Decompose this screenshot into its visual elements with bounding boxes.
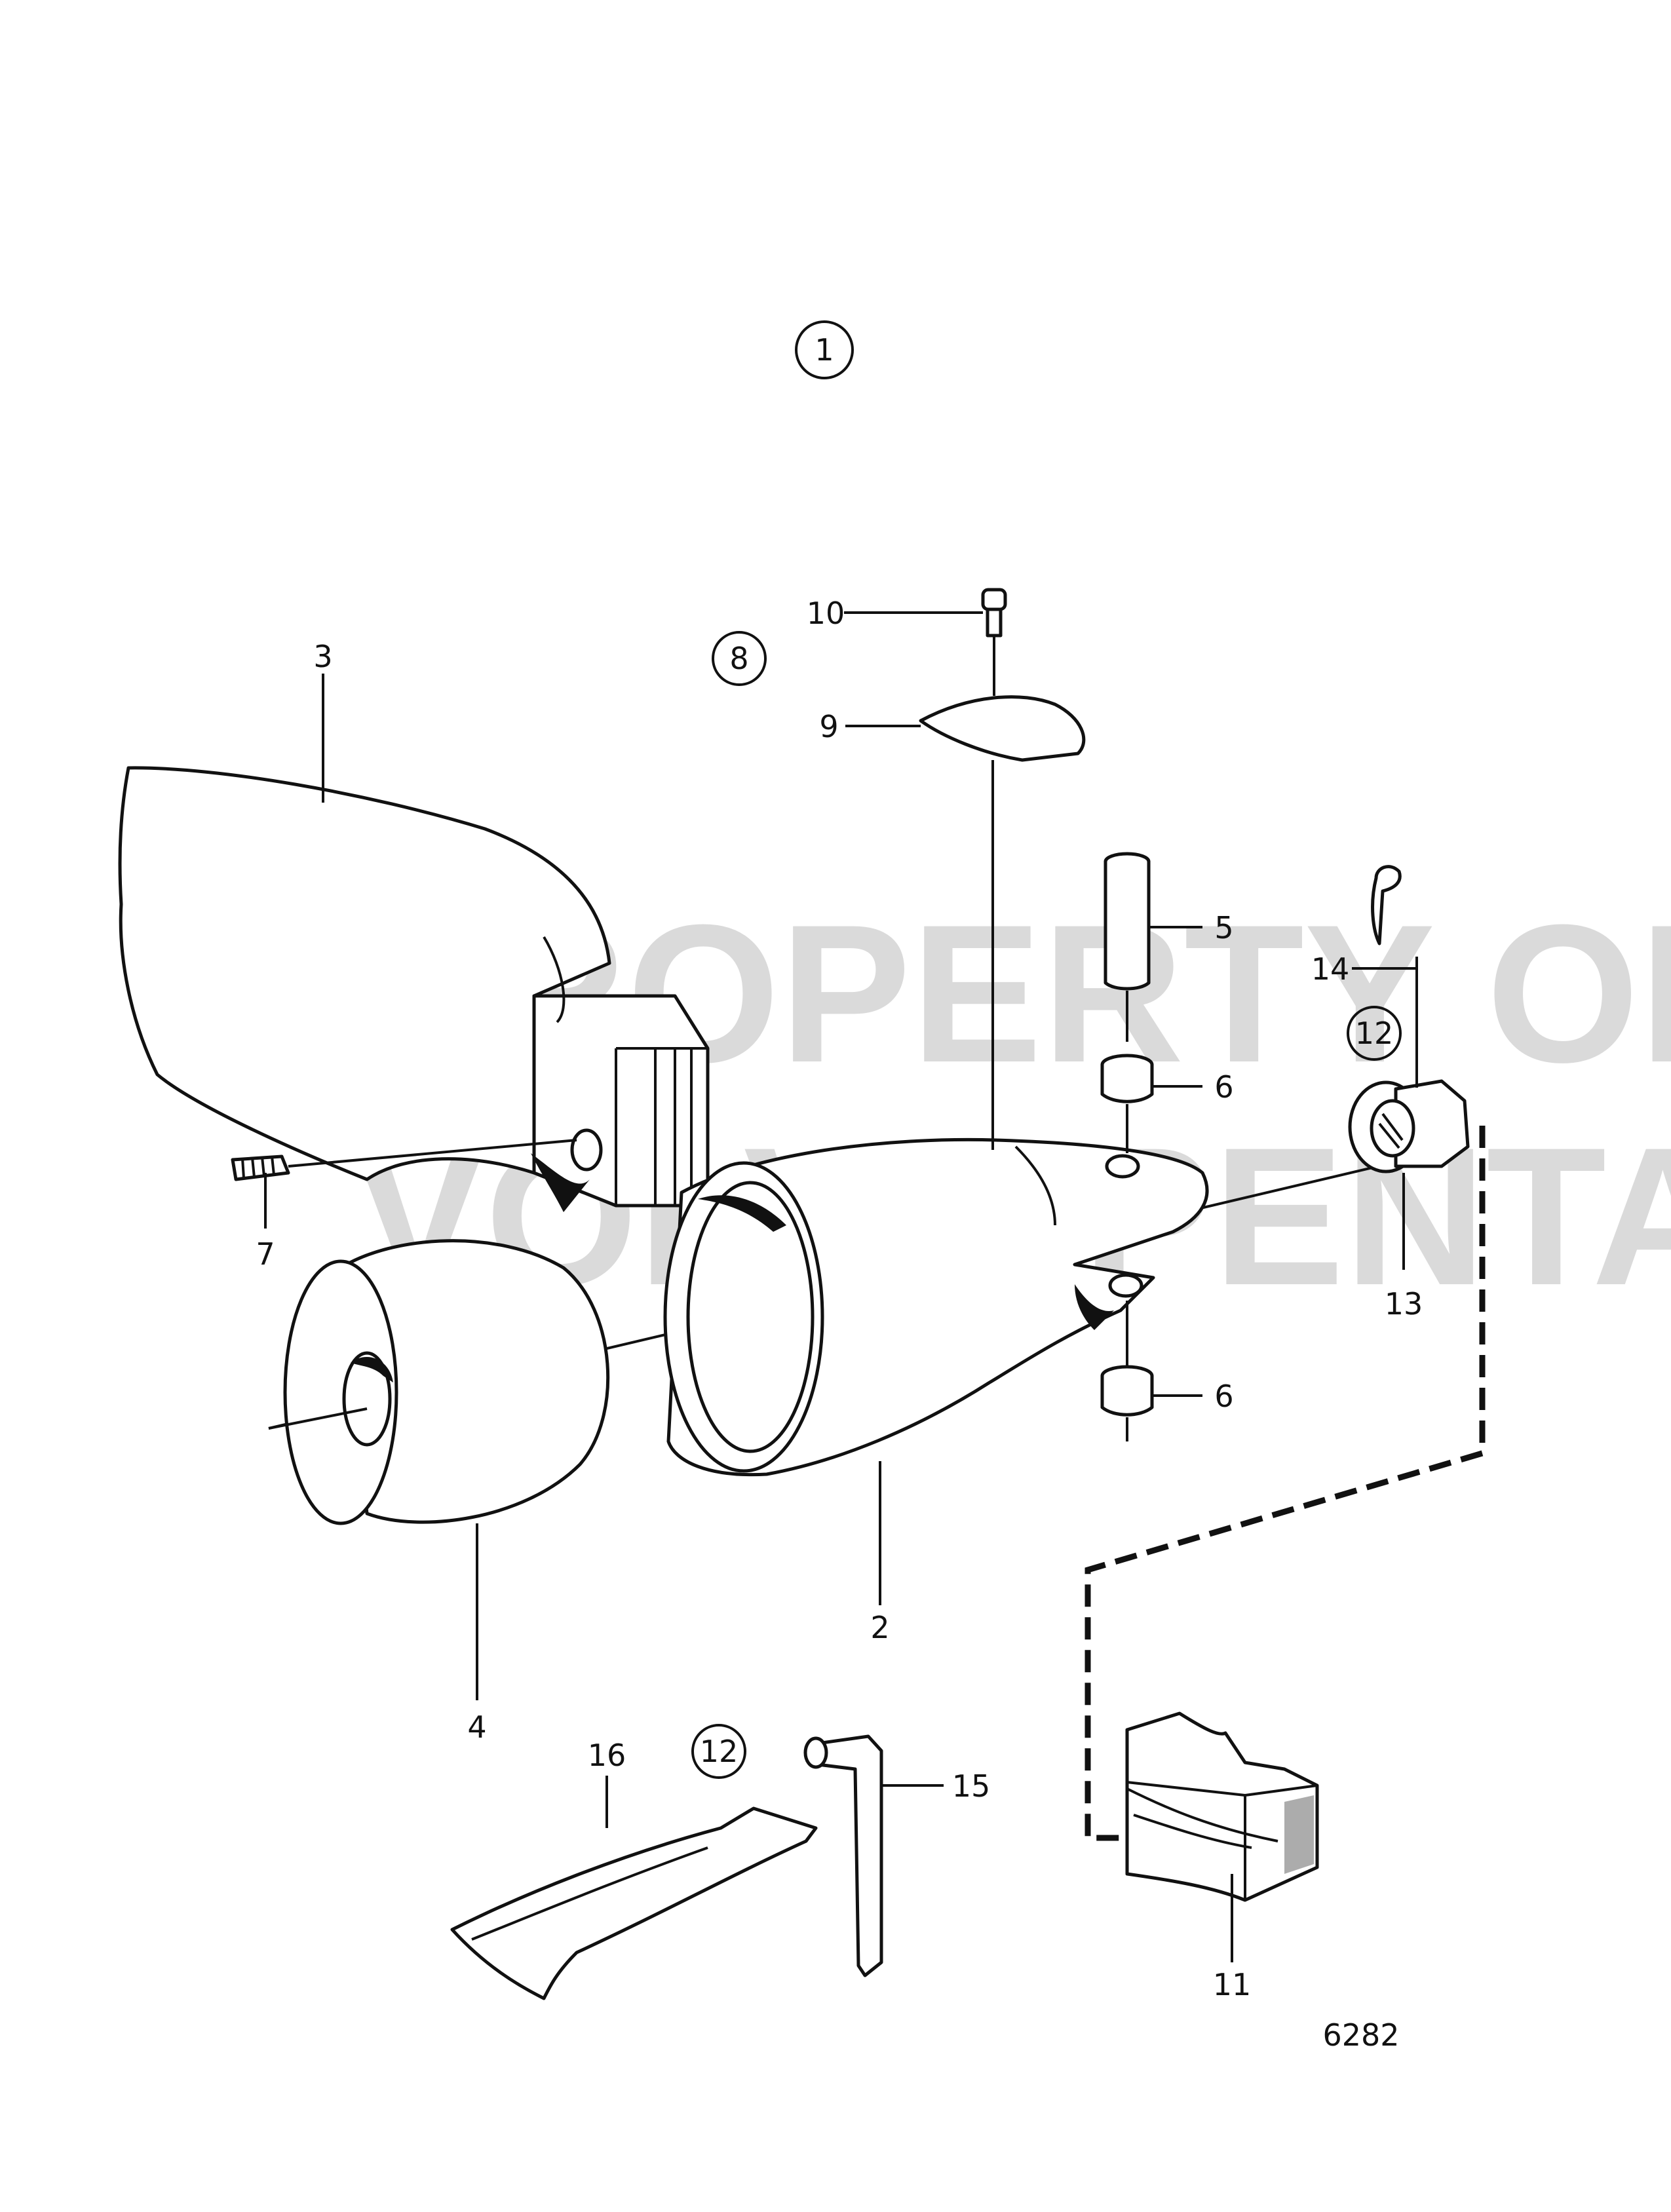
- part-16-tube: [450, 1806, 818, 2000]
- callout-part-11: 11: [1213, 1967, 1252, 2002]
- part-14-cotter-pin: [1371, 865, 1418, 1088]
- callout-part-7: 7: [256, 1236, 275, 1272]
- callout-part-6-upper: 6: [1214, 1069, 1233, 1105]
- part-6-upper-bushing: [1100, 1054, 1154, 1153]
- dashed-connector: [1085, 1126, 1486, 1841]
- callout-group-8: 8: [712, 631, 767, 686]
- callout-part-15: 15: [952, 1768, 991, 1804]
- callout-part-13: 13: [1385, 1286, 1423, 1322]
- callout-label: 12: [1355, 1016, 1394, 1051]
- part-11-anode: [1125, 1711, 1319, 1902]
- part-4-bushing: [268, 1239, 610, 1525]
- callout-part-5: 5: [1214, 910, 1233, 945]
- callout-part-4: 4: [467, 1709, 486, 1745]
- callout-part-16: 16: [588, 1738, 626, 1773]
- callout-group-12-upper: 12: [1347, 1006, 1402, 1061]
- part-13-nut: [1348, 1079, 1470, 1173]
- callout-label: 1: [815, 332, 834, 368]
- callout-part-2: 2: [870, 1610, 889, 1645]
- callout-assembly: 1: [795, 320, 854, 379]
- callout-label: 12: [700, 1734, 739, 1769]
- part-9-fairing: [919, 695, 1086, 1150]
- callout-label: 8: [729, 641, 748, 676]
- callout-part-3: 3: [313, 639, 332, 674]
- part-3-rudder: [118, 766, 710, 1212]
- callout-part-14: 14: [1311, 951, 1350, 987]
- callout-part-10: 10: [807, 596, 845, 631]
- part-5-pin: [1104, 852, 1151, 1042]
- part-6-lower-bushing: [1100, 1301, 1154, 1441]
- part-2-cone-cap: [663, 1137, 1209, 1477]
- part-7-set-screw: [231, 1139, 577, 1181]
- part-10-screw: [981, 588, 1007, 696]
- callout-part-6-lower: 6: [1214, 1379, 1233, 1414]
- part-15-hex-key: [803, 1734, 883, 1977]
- leader-lines: [264, 611, 1417, 1962]
- callout-group-12-lower: 12: [691, 1724, 746, 1779]
- callout-part-9: 9: [819, 709, 838, 744]
- drawing-number: 6282: [1322, 2017, 1399, 2053]
